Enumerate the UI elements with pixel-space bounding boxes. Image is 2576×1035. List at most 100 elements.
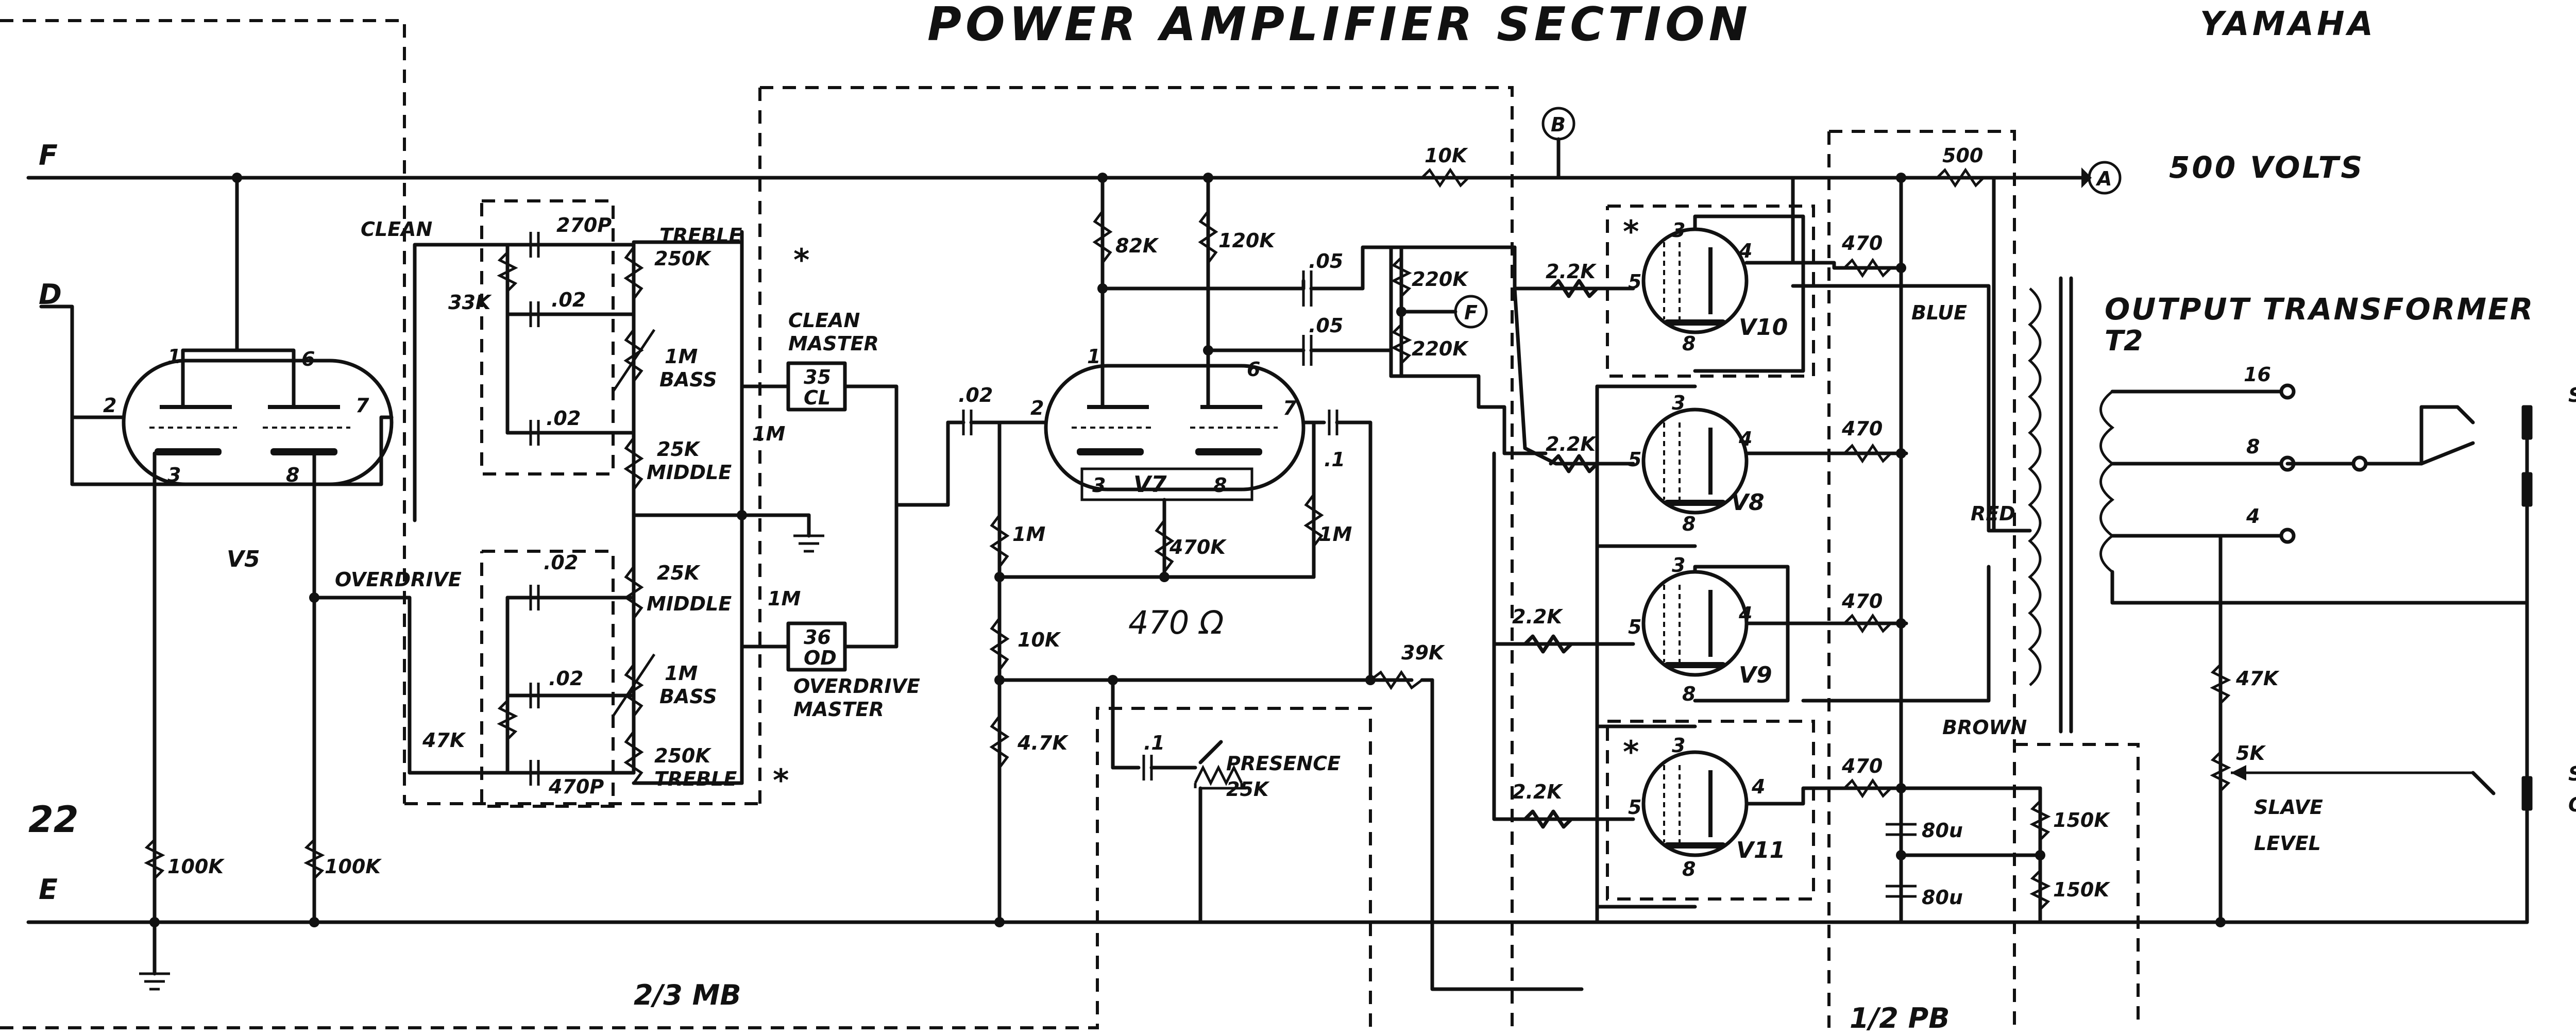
v10-star: * xyxy=(1623,214,1639,250)
coupling-c02-label: .02 xyxy=(958,384,993,406)
clean-master-box-num: 35 xyxy=(804,366,831,388)
c80u-a-label: 80u xyxy=(1922,819,1963,842)
node-f-label: F xyxy=(1464,301,1478,324)
node-a-label: A xyxy=(2095,167,2112,190)
supply-voltage-label: 500 VOLTS xyxy=(2169,150,2364,185)
r100k-a-label: 100K xyxy=(167,855,225,878)
board-label-mb: 2/3 MB xyxy=(634,979,741,1011)
clean-master-box-code: CL xyxy=(804,386,831,409)
clean-master-resistor: 1M xyxy=(752,422,785,445)
r1m-left-label: 1M xyxy=(1012,523,1045,546)
r10k-top-resistor xyxy=(1421,167,1469,188)
c02b-label: .02 xyxy=(546,407,581,430)
v5-label: V5 xyxy=(227,546,260,572)
v9-pin-3: 3 xyxy=(1672,554,1685,576)
r4-7k-label: 4.7K xyxy=(1017,732,1069,754)
r2-2k-d-label: 2.2K xyxy=(1512,781,1563,803)
middle2-label: MIDDLE xyxy=(647,592,732,615)
v5-pin-2: 2 xyxy=(103,394,116,417)
rail-label-d: D xyxy=(39,278,62,311)
r100k-b-label: 100K xyxy=(325,855,382,878)
brand-label: YAMAHA xyxy=(2200,5,2376,43)
v8-pin-8: 8 xyxy=(1682,513,1696,535)
wire-brown-label: BROWN xyxy=(1942,716,2027,739)
c02c-label: .02 xyxy=(544,551,578,574)
r150k-a-label: 150K xyxy=(2053,809,2110,832)
v7-pin-1: 1 xyxy=(1087,345,1100,368)
r120k-label: 120K xyxy=(1218,229,1276,252)
v5-pin-7: 7 xyxy=(355,394,369,417)
treble2-value: 250K xyxy=(654,744,711,767)
v11-pin-8: 8 xyxy=(1682,858,1696,880)
tap-8-label: 8 xyxy=(2246,435,2260,458)
v11-star: * xyxy=(1623,734,1639,770)
overdrive-label: OVERDRIVE xyxy=(335,568,462,591)
presence-label: PRESENCE xyxy=(1226,752,1341,775)
presence-value: 25K xyxy=(1226,778,1270,801)
r470-b-label: 470 xyxy=(1841,417,1883,440)
r2-2k-b-label: 2.2K xyxy=(1546,433,1597,455)
rail-label-e: E xyxy=(39,873,58,906)
transformer-title-2: T2 xyxy=(2105,325,2143,357)
node-b-marker: B xyxy=(1541,107,1575,180)
r470-a-label: 470 xyxy=(1841,232,1883,254)
slave-r47k-label: 47K xyxy=(2235,667,2280,690)
r82k-label: 82K xyxy=(1115,234,1159,257)
r10k-mid-label: 10K xyxy=(1018,629,1061,651)
od-master-label-1: OVERDRIVE xyxy=(793,675,920,698)
tube-v9 xyxy=(1641,565,1908,703)
od-master-box-code: OD xyxy=(804,647,837,669)
clean-label: CLEAN xyxy=(361,218,432,241)
handwritten-note: 470 Ω xyxy=(1128,604,1224,641)
v9-pin-5: 5 xyxy=(1628,616,1641,638)
v5-pin-1: 1 xyxy=(167,345,181,368)
bass2-label: BASS xyxy=(659,685,717,708)
node-b-label: B xyxy=(1551,113,1566,136)
v11-pin-3: 3 xyxy=(1672,734,1685,757)
c02a-label: .02 xyxy=(551,289,586,311)
r1m-right-label: 1M xyxy=(1319,523,1352,546)
speakers-label: SPEAKERS xyxy=(2568,384,2576,406)
slave-r5k-label: 5K xyxy=(2236,742,2266,765)
v7-pin-7: 7 xyxy=(1283,397,1297,419)
rail-label-f: F xyxy=(39,139,58,172)
c05-b-label: .05 xyxy=(1309,314,1343,337)
v5-pin-3: 3 xyxy=(167,464,181,486)
r33k-label: 33K xyxy=(448,291,492,314)
od-master-box-num: 36 xyxy=(804,626,831,649)
presence-c-label: .1 xyxy=(1144,732,1165,754)
r470-c-label: 470 xyxy=(1841,590,1883,613)
c270p-label: 270P xyxy=(556,214,612,236)
slave-level-label-1: SLAVE xyxy=(2254,796,2323,819)
treble1-value: 250K xyxy=(654,247,711,270)
r47k-label: 47K xyxy=(422,729,466,752)
v9-pin-4: 4 xyxy=(1738,603,1752,625)
v10-pin-3: 3 xyxy=(1672,219,1685,242)
v7-support-network xyxy=(989,410,1584,991)
r39k-label: 39K xyxy=(1401,641,1445,664)
rails xyxy=(26,167,2529,924)
wire-blue-label: BLUE xyxy=(1911,301,1967,324)
bass1-label: BASS xyxy=(659,368,717,391)
r2-2k-a-label: 2.2K xyxy=(1546,260,1597,283)
board-label-pb: 1/2 PB xyxy=(1850,1002,1950,1034)
r470-d-label: 470 xyxy=(1841,755,1883,777)
board-outlines xyxy=(0,19,2140,1029)
screen-supply-network xyxy=(1791,167,2051,924)
v7-label: V7 xyxy=(1133,471,1167,498)
v11-pin-5: 5 xyxy=(1628,796,1641,819)
r10k-top-label: 10K xyxy=(1425,144,1468,167)
r2-2k-c-label: 2.2K xyxy=(1512,605,1563,628)
v5-cathode-network xyxy=(139,173,325,991)
middle2-value: 25K xyxy=(657,562,701,584)
tap-16-label: 16 xyxy=(2244,363,2271,386)
v11-label: V11 xyxy=(1736,837,1785,863)
v10-pin-5: 5 xyxy=(1628,270,1641,293)
c80u-b-label: 80u xyxy=(1922,886,1963,909)
slave-level-label-2: LEVEL xyxy=(2254,832,2321,855)
transformer-title-1: OUTPUT TRANSFORMER xyxy=(2105,292,2534,327)
c05-a-label: .05 xyxy=(1309,250,1343,273)
c470p-label: 470P xyxy=(548,775,604,798)
v8-pin-3: 3 xyxy=(1672,392,1685,414)
